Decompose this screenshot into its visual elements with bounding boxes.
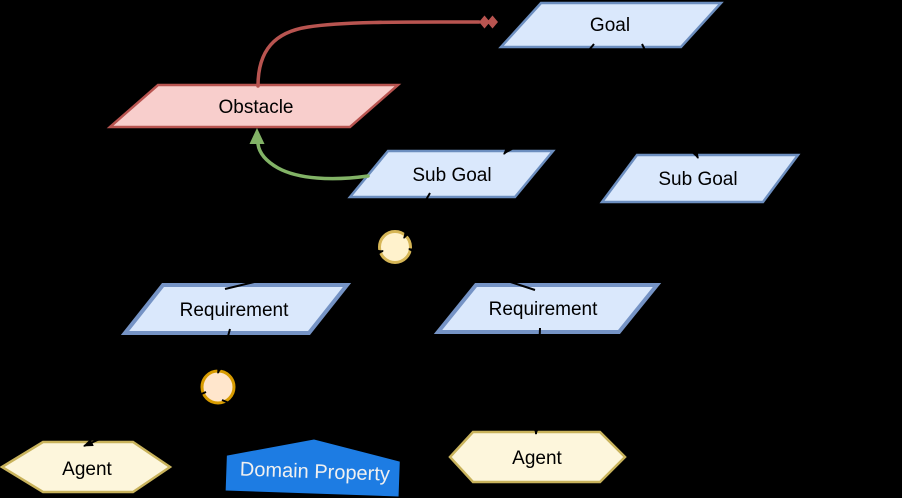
goal-shape: [498, 1, 724, 49]
obstruction-arrow-diamond-icon: [487, 15, 498, 29]
obstacle-label: Obstacle: [219, 97, 294, 118]
node-agent-left: [0, 440, 173, 494]
requirement-right-label: Requirement: [489, 299, 598, 320]
obstruction-arrow-diamond-icon: [479, 15, 490, 29]
requirement-left-label: Requirement: [180, 300, 289, 321]
requirement-left-shape: [120, 283, 352, 335]
connector-goal-to-subgoal-left: [503, 43, 595, 155]
obstacle-shape: [106, 83, 402, 129]
obstruction-arrow-curve: [256, 20, 481, 88]
node-goal: [498, 1, 724, 49]
or-refinement-circle: [200, 369, 236, 405]
connector-requirement-right-to-and-circle: [408, 247, 536, 291]
agent-left-shape: [0, 440, 173, 494]
connector-requirement-left-to-or-circle: [216, 328, 231, 374]
connector-or-circle-to-agent-left: [83, 391, 207, 447]
connector-goal-to-subgoal-right: [641, 43, 699, 159]
subgoal-left-label: Sub Goal: [412, 165, 491, 186]
node-requirement-right: [433, 283, 662, 334]
domain-property-label: Domain Property: [239, 458, 390, 485]
resolution-arrow-curve: [256, 142, 370, 181]
resolution-arrow: [249, 128, 370, 181]
refinement-connectors: [83, 43, 699, 447]
node-agent-right: [448, 430, 627, 484]
and-refinement-circle: [378, 230, 412, 264]
connector-requirement-left-to-and-circle: [224, 249, 384, 290]
subgoal-right-shape: [599, 153, 801, 204]
connector-subgoal-to-and-circle: [403, 192, 431, 239]
subgoal-left-shape: [347, 149, 556, 199]
obstruction-arrow: [256, 15, 498, 88]
node-domain-property: Domain Property: [225, 439, 400, 497]
node-obstacle: [106, 83, 402, 129]
connector-requirement-right-to-agent-right: [532, 327, 541, 435]
goal-label: Goal: [590, 15, 630, 36]
resolution-arrowhead-icon: [249, 128, 265, 144]
subgoal-right-label: Sub Goal: [658, 169, 737, 190]
node-requirement-left: [120, 283, 352, 335]
agent-right-shape: [448, 430, 627, 484]
requirement-right-shape: [433, 283, 662, 334]
domain-property-shape: [225, 439, 400, 497]
agent-right-label: Agent: [512, 448, 562, 469]
connector-or-circle-to-domain-property: [221, 399, 309, 438]
agent-left-label: Agent: [62, 459, 112, 480]
node-subgoal-left: [347, 149, 556, 199]
node-subgoal-right: [599, 153, 801, 204]
